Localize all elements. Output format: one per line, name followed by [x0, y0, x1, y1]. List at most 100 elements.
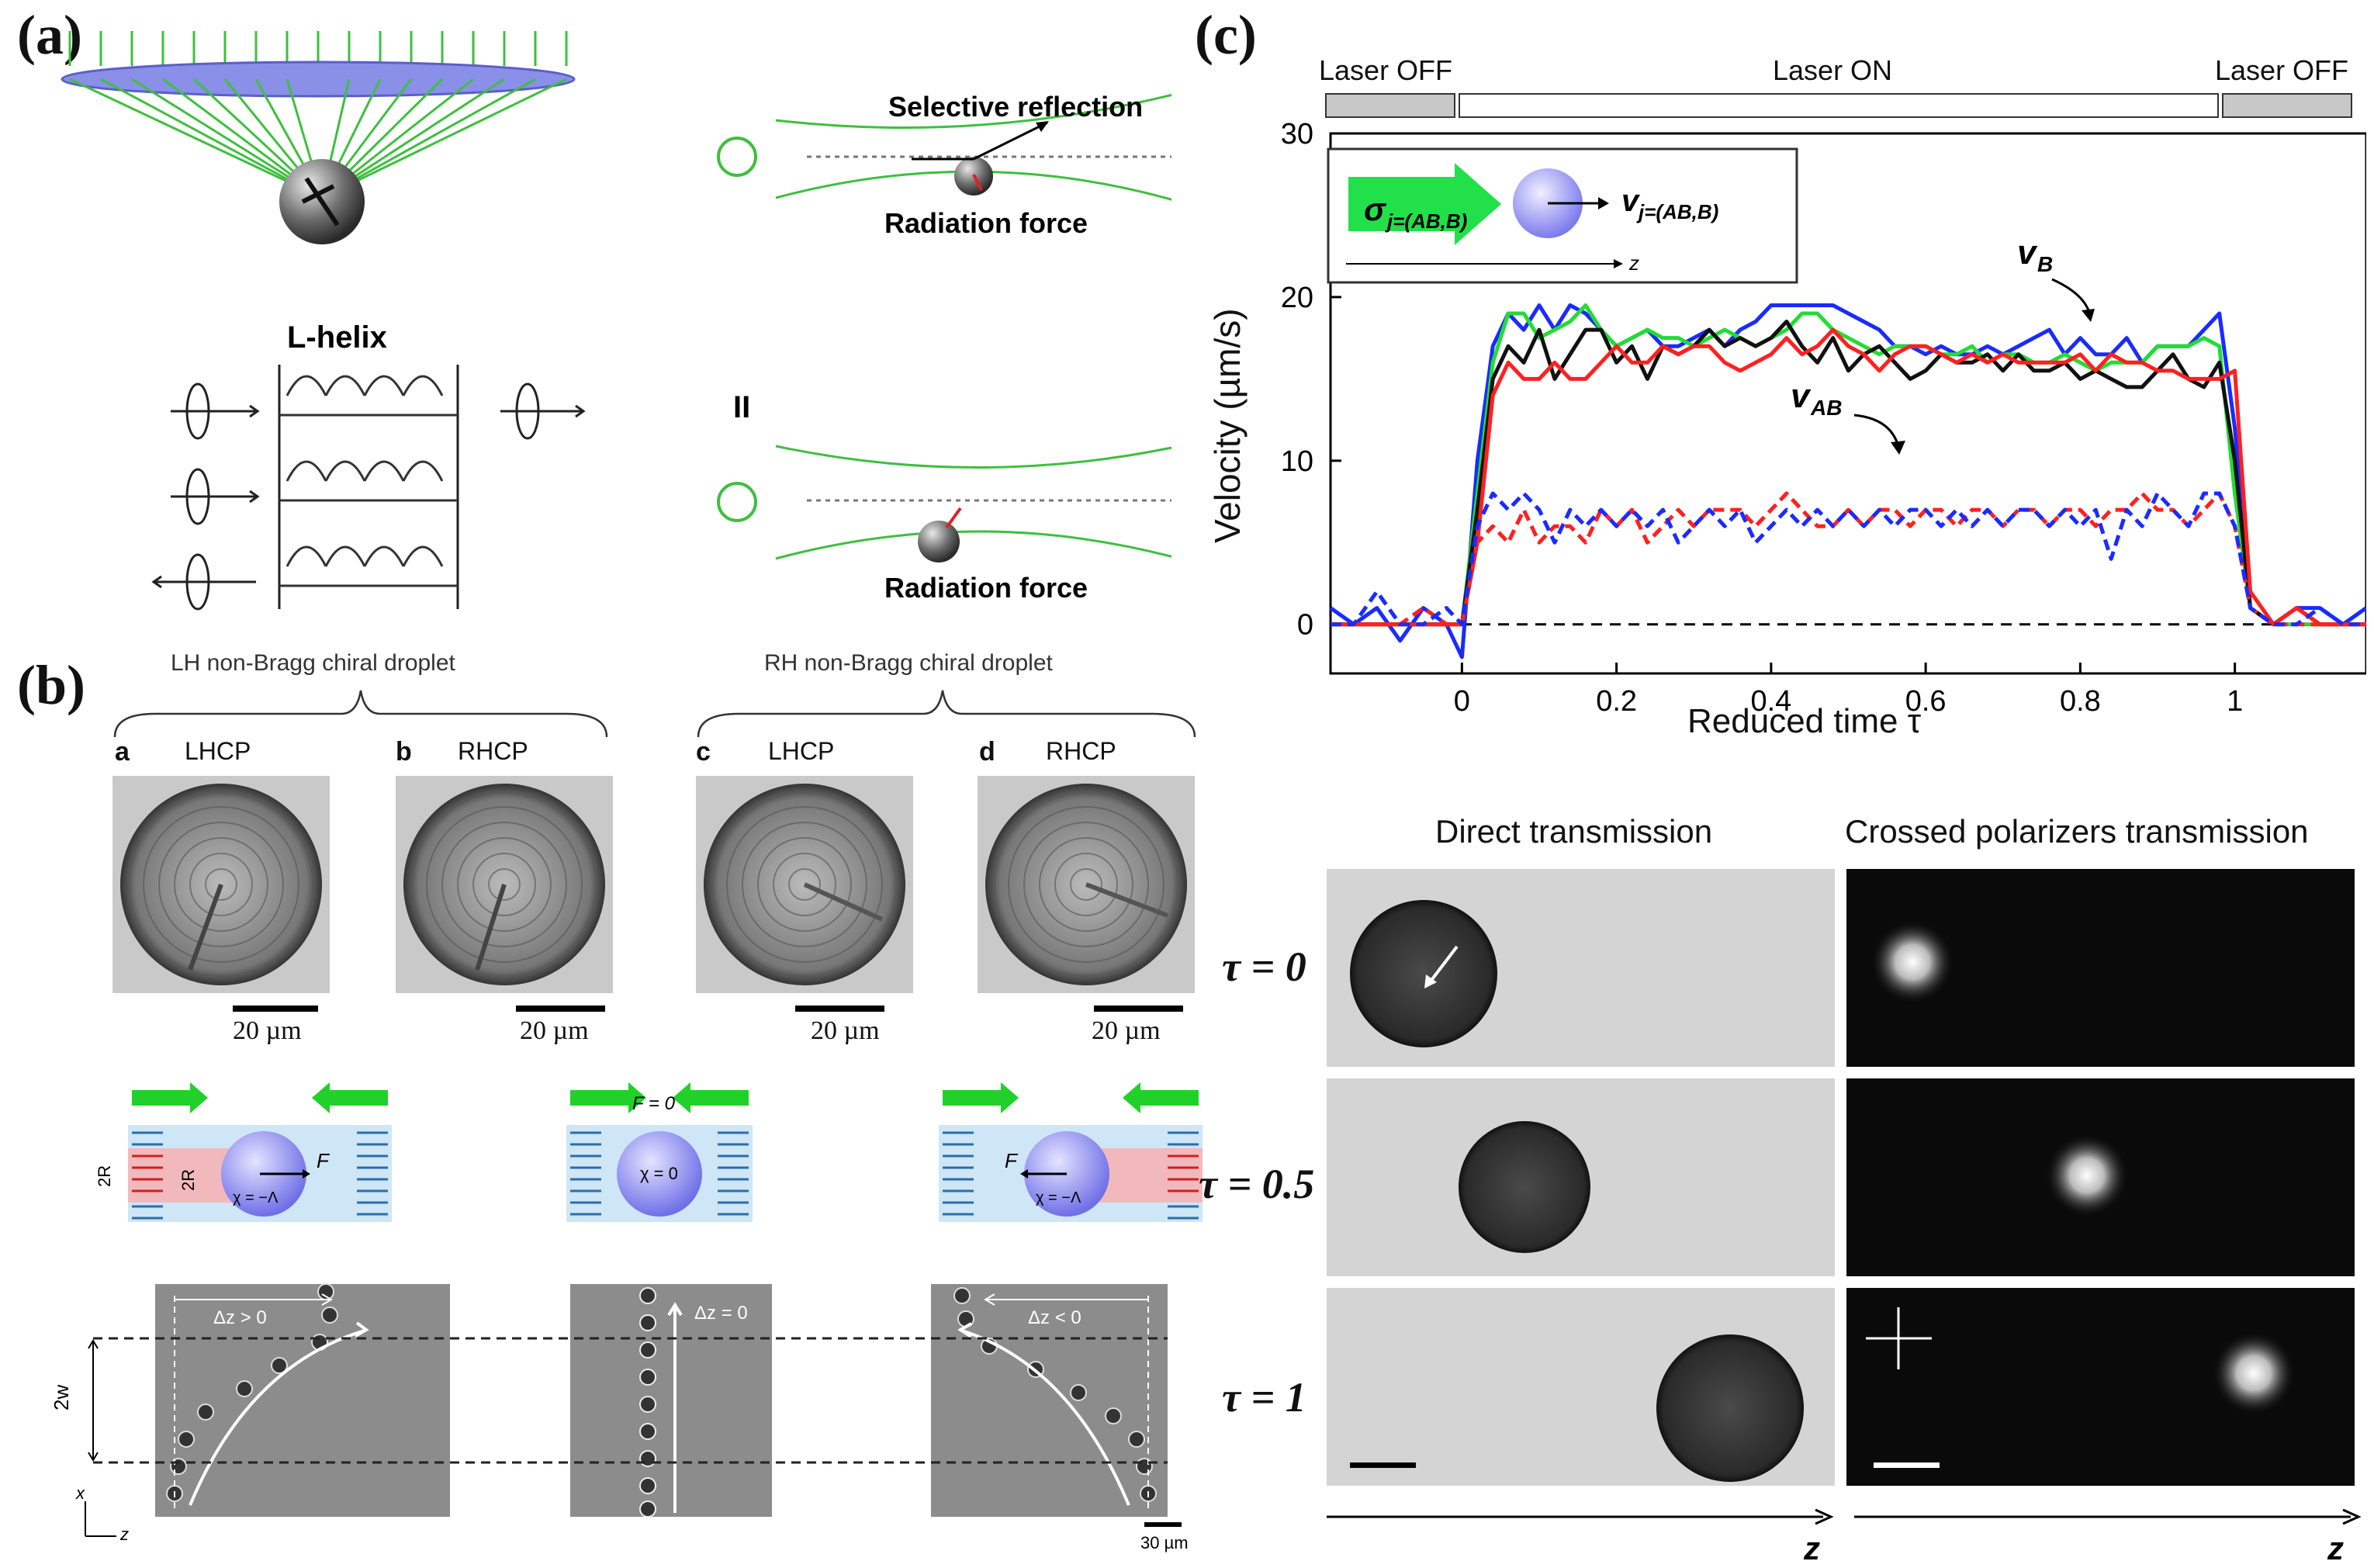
- plot-area: [1329, 132, 2366, 675]
- x-tick-label: 1: [2227, 685, 2243, 718]
- axis-z-label: z: [119, 1525, 129, 1544]
- group-braces: [113, 690, 1196, 738]
- trajectory-scale-bar: [1144, 1522, 1182, 1527]
- trajectory-right-label: Δz < 0: [1028, 1307, 1081, 1328]
- rh-group-label: RH non-Bragg chiral droplet: [764, 650, 1053, 676]
- series-line-4: [1331, 491, 2366, 627]
- schematic-left: Λ −Λ F χ = −Λ 2R 2R: [95, 1082, 392, 1222]
- inset-v-sub: j=(AB,B): [1636, 200, 1718, 223]
- scale-label-c: 20 µm: [811, 1016, 880, 1045]
- tile-letter-b: b: [396, 737, 412, 767]
- laser-off-label-1: Laser OFF: [1319, 54, 1453, 86]
- col-direct-transmission: Direct transmission: [1435, 813, 1713, 850]
- trajectory-right: Δz < 0: [931, 1284, 1168, 1517]
- laser-off-bar-2: [2222, 93, 2352, 118]
- chart-ylabel: Velocity (µm/s): [1207, 308, 1248, 543]
- radiation-force-top-label: Radiation force: [884, 207, 1088, 239]
- col-crossed-polarizers: Crossed polarizers transmission: [1845, 813, 2309, 850]
- x-tick-label: 0.4: [1750, 685, 1791, 718]
- curve-annotations: v B v AB: [1791, 234, 2095, 455]
- droplet-a: [112, 776, 330, 993]
- tile-pol-c: LHCP: [768, 737, 835, 765]
- x-tick-label: 0: [1454, 685, 1470, 718]
- trajectory-scale-label: 30 µm: [1140, 1533, 1189, 1552]
- schematic-right: −Λ Λ F χ = −Λ: [939, 1082, 1203, 1222]
- annotation-vb: v: [2017, 234, 2038, 272]
- annotation-vab: v: [1791, 377, 1812, 415]
- tile-pol-a: LHCP: [185, 737, 251, 765]
- force-schematics: Λ −Λ F χ = −Λ 2R 2R ± Λ ∓ Λ F = 0 χ = 0: [95, 1082, 1203, 1222]
- focusing-lens: [61, 31, 576, 244]
- axis-x-label: x: [75, 1483, 85, 1503]
- direct-frame-tau-1: [1327, 1288, 1835, 1486]
- tile-pol-b: RHCP: [458, 737, 528, 765]
- schematic-mid: ± Λ ∓ Λ F = 0 χ = 0: [566, 1082, 753, 1222]
- annotation-vb-sub: B: [2037, 252, 2053, 276]
- annotation-vab-sub: AB: [1810, 396, 1842, 420]
- panel-label-b: (b): [17, 654, 85, 716]
- series-line-3: [1331, 327, 2366, 627]
- schematic-mid-lam-a: ± Λ: [574, 1082, 601, 1085]
- direct-frame-tau-05: [1327, 1078, 1835, 1276]
- scale-bar-a: [233, 1006, 318, 1012]
- inset-v: v: [1621, 184, 1641, 218]
- schematic-mid-chi: χ = 0: [640, 1164, 678, 1183]
- scale-label-d: 20 µm: [1092, 1016, 1161, 1045]
- tile-letter-a: a: [115, 737, 130, 767]
- schematic-left-lam-a: Λ: [155, 1082, 168, 1085]
- row-label-tau-0: τ = 0: [1222, 943, 1306, 990]
- series-line-1: [1331, 303, 2366, 627]
- l-helix-diagram: L-helix: [151, 320, 586, 611]
- trajectory-mid-label: Δz = 0: [694, 1303, 748, 1324]
- scale-label-a: 20 µm: [233, 1016, 302, 1045]
- scale-bar-c: [795, 1006, 884, 1012]
- scale-bar-d: [1094, 1006, 1183, 1012]
- droplet-b: [396, 776, 613, 993]
- row-label-tau-05: τ = 0.5: [1199, 1161, 1315, 1207]
- trajectory-micrographs: Δz > 0 Δz = 0 Δz < 0 2w x: [50, 1283, 1189, 1552]
- schematic-left-lam-b: −Λ: [334, 1082, 357, 1085]
- droplet-micrographs: [112, 776, 1195, 993]
- scale-bar-b: [516, 1006, 605, 1012]
- row-label-tau-1: τ = 1: [1222, 1374, 1306, 1421]
- lh-group-label: LH non-Bragg chiral droplet: [171, 650, 455, 676]
- x-tick-label: 0.6: [1905, 685, 1947, 718]
- l-helix-label: L-helix: [287, 320, 387, 355]
- schematic-mid-lam-b: ∓ Λ: [702, 1082, 734, 1085]
- trajectory-mid: Δz = 0: [570, 1284, 772, 1518]
- panel-label-a: (a): [17, 4, 82, 66]
- x-tick-label: 0.2: [1596, 685, 1637, 718]
- inset-z: z: [1628, 251, 1639, 275]
- z-arrow-label-1: z: [1803, 1530, 1820, 1566]
- case-ii-diagram: II Radiation force: [717, 390, 1171, 604]
- laser-on-label: Laser ON: [1773, 54, 1893, 86]
- beam-waist-label: 2w: [50, 1385, 73, 1411]
- series-line-5: [1331, 491, 2366, 627]
- schematic-right-lam-b: Λ: [1160, 1082, 1172, 1085]
- trajectory-guides: 2w x z 30 µm: [50, 1337, 1189, 1552]
- y-tick-label: 30: [1281, 118, 1313, 151]
- panel-label-c: (c): [1195, 4, 1257, 66]
- tile-letter-d: d: [979, 737, 995, 767]
- tile-letter-c: c: [696, 737, 711, 767]
- radiation-force-bottom-label: Radiation force: [884, 572, 1088, 604]
- chart-xlabel: Reduced time τ: [1687, 702, 1922, 740]
- micrograph-sequence: z z: [1327, 869, 2362, 1566]
- schematic-right-chi: χ = −Λ: [1036, 1189, 1081, 1206]
- trajectory-left: Δz > 0: [155, 1283, 450, 1517]
- schematic-left-force: F: [317, 1149, 330, 1172]
- crossed-scale-bar: [1874, 1462, 1940, 1468]
- velocity-inset: σ j=(AB,B) v j=(AB,B) z: [1327, 147, 1798, 284]
- laser-on-bar: [1459, 93, 2219, 118]
- schematic-left-chi: χ = −Λ: [233, 1189, 279, 1206]
- droplet-d: [978, 776, 1195, 993]
- inset-sigma: σ: [1364, 191, 1387, 227]
- inset-sigma-sub: j=(AB,B): [1385, 209, 1467, 233]
- crossed-frame-tau-05: [1846, 1078, 2355, 1276]
- z-arrow-label-2: z: [2327, 1530, 2344, 1566]
- direct-scale-bar: [1350, 1462, 1416, 1468]
- series-line-2: [1331, 320, 2366, 627]
- panel-a-diagram: L-helix Selective reflection Radiatio: [61, 31, 1171, 611]
- scale-label-b: 20 µm: [520, 1016, 589, 1045]
